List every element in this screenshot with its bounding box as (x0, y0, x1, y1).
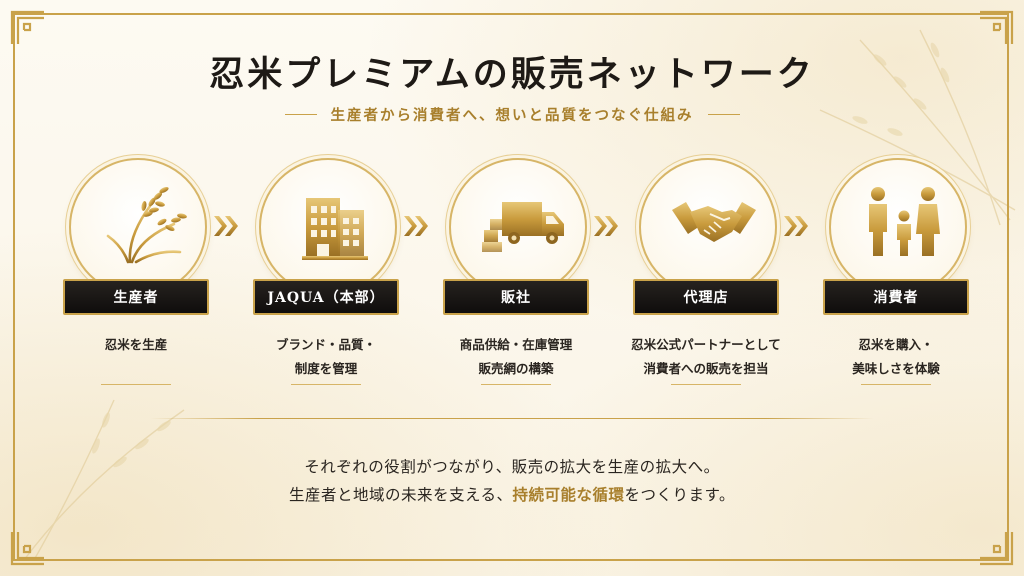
step-description-line: 制度を管理 (294, 361, 358, 376)
step-icon-circle (449, 158, 587, 296)
step-description: ブランド・品質・ 制度を管理 (233, 333, 419, 381)
step-description-line: 忍米を購入・ (858, 337, 934, 352)
office-building-icon (302, 198, 368, 260)
step-label: JAQUA（本部） (253, 279, 399, 315)
step-icon-circle (259, 158, 397, 296)
closing-message-highlight: 持続可能な循環 (512, 485, 625, 504)
chevron-right-icon (214, 216, 238, 236)
rice-plant-icon (106, 186, 187, 264)
step-label: 代理店 (633, 279, 779, 315)
step-description-line: 美味しさを体験 (852, 361, 940, 376)
step-description: 忍米を購入・ 美味しさを体験 (803, 333, 989, 381)
page-title: 忍米プレミアムの販売ネットワーク (209, 54, 815, 95)
corner-ornament-top-right (980, 10, 1014, 44)
subtitle-row: 生産者から消費者へ、想いと品質をつなぐ仕組み (0, 104, 1024, 125)
step-description-line: 忍米を生産 (104, 337, 168, 352)
page-subtitle: 生産者から消費者へ、想いと品質をつなぐ仕組み (330, 107, 694, 124)
step-icon-circle (69, 158, 207, 296)
corner-ornament-bottom-left (10, 532, 44, 566)
gold-border-frame (13, 13, 1009, 561)
step-underline (101, 384, 171, 385)
step-label: 生産者 (63, 279, 209, 315)
chevron-right-icon (404, 216, 428, 236)
subtitle-divider-left (284, 114, 317, 115)
step-description-line: 消費者への販売を担当 (643, 361, 769, 376)
step-underline (861, 384, 931, 385)
delivery-truck-icon (482, 202, 564, 252)
step-label: 販社 (443, 279, 589, 315)
closing-message-text: をつくります。 (624, 486, 735, 504)
corner-ornament-bottom-right (980, 532, 1014, 566)
handshake-icon (672, 202, 756, 242)
step-description: 商品供給・在庫管理 販売網の構築 (423, 333, 609, 381)
subtitle-divider-right (707, 114, 740, 115)
step-description: 忍米を生産 (43, 333, 229, 357)
chevron-right-icon (784, 216, 808, 236)
family-icon (869, 187, 940, 256)
step-icon-circle (829, 158, 967, 296)
step-underline (671, 384, 741, 385)
step-description-line: 商品供給・在庫管理 (459, 337, 573, 352)
step-description-line: ブランド・品質・ (275, 337, 376, 352)
step-description-line: 販売網の構築 (478, 361, 554, 376)
chevron-right-icon (594, 216, 618, 236)
closing-message-line-2: 生産者と地域の未来を支える、持続可能な循環をつくります。 (0, 481, 1024, 509)
step-description-line: 忍米公式パートナーとして (631, 337, 781, 352)
corner-ornament-top-left (10, 10, 44, 44)
step-label: 消費者 (823, 279, 969, 315)
step-description: 忍米公式パートナーとして 消費者への販売を担当 (613, 333, 799, 381)
closing-message-text: 生産者と地域の未来を支える、 (288, 486, 513, 504)
closing-message: それぞれの役割がつながり、販売の拡大を生産の拡大へ。 生産者と地域の未来を支える… (0, 453, 1024, 509)
step-underline (291, 384, 361, 385)
step-icon-circle (639, 158, 777, 296)
step-underline (481, 384, 551, 385)
section-divider (150, 418, 874, 419)
closing-message-line-1: それぞれの役割がつながり、販売の拡大を生産の拡大へ。 (304, 458, 720, 476)
